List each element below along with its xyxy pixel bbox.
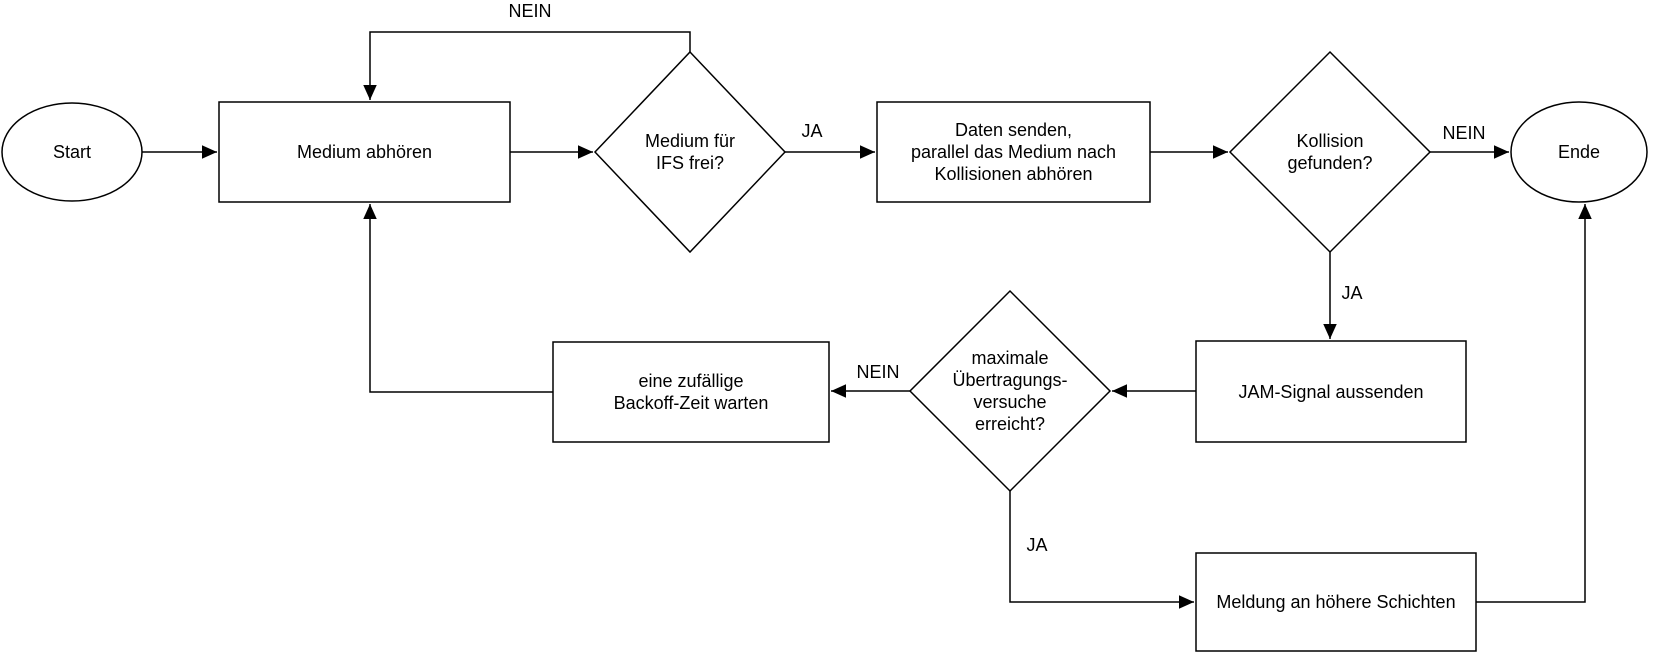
edge-max-ja-to-meldung <box>1009 491 1194 609</box>
ifs-frei-decision-shape <box>593 50 787 254</box>
ende-terminator-shape <box>1510 101 1648 203</box>
medium-abhoeren-process-shape <box>218 101 511 203</box>
kollision-decision-shape <box>1228 50 1432 254</box>
start-terminator-shape <box>1 102 143 202</box>
edge-backoff-to-medium <box>363 204 553 393</box>
jam-signal-process-shape <box>1195 340 1467 443</box>
daten-senden-process-shape <box>876 101 1151 203</box>
backoff-process-shape <box>552 341 830 443</box>
edge-ifs-nein-loop <box>363 31 691 100</box>
meldung-process-shape <box>1195 552 1477 652</box>
max-versuche-decision-shape <box>908 289 1112 493</box>
edge-meldung-to-ende <box>1476 204 1592 603</box>
